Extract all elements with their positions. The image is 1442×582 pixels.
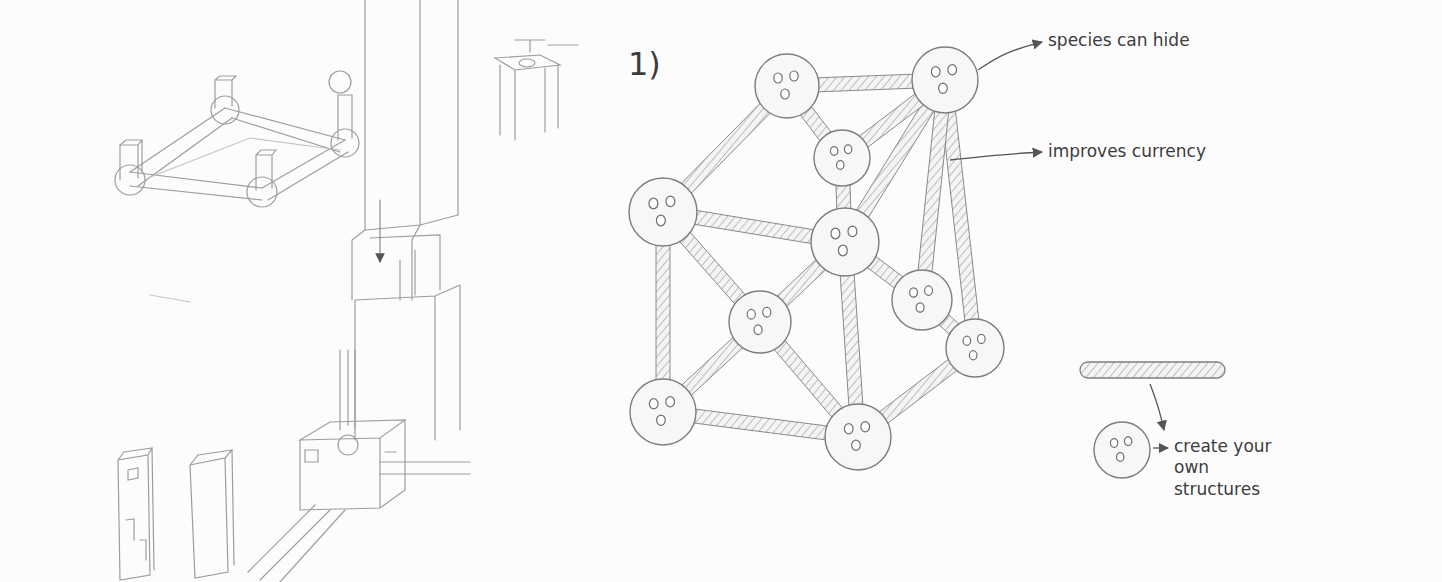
left-sketch <box>115 0 578 582</box>
connector-sphere <box>825 404 891 470</box>
leader-arrow <box>978 42 1042 70</box>
leader-lines <box>950 42 1168 448</box>
leader-arrow <box>950 152 1042 160</box>
connector-sphere <box>814 130 870 186</box>
connector-sphere <box>892 270 952 330</box>
connector-sphere <box>946 319 1004 377</box>
annotation: create your own structures <box>1174 436 1292 500</box>
connector-sphere <box>1094 422 1150 478</box>
leader-arrow <box>1153 447 1168 448</box>
annotation: improves currency <box>1048 141 1206 162</box>
connector-sphere <box>811 208 879 276</box>
rod-icon <box>1080 362 1225 378</box>
leader-arrow <box>1150 384 1164 430</box>
annotation: species can hide <box>1048 30 1190 51</box>
connector-sphere <box>755 54 819 118</box>
structure-illustration <box>629 47 1004 470</box>
figure-number: 1) <box>628 44 661 84</box>
connector-sphere <box>912 47 978 113</box>
connector-sphere <box>729 291 791 353</box>
connector-sphere <box>630 379 696 445</box>
connector-sphere <box>629 178 697 246</box>
